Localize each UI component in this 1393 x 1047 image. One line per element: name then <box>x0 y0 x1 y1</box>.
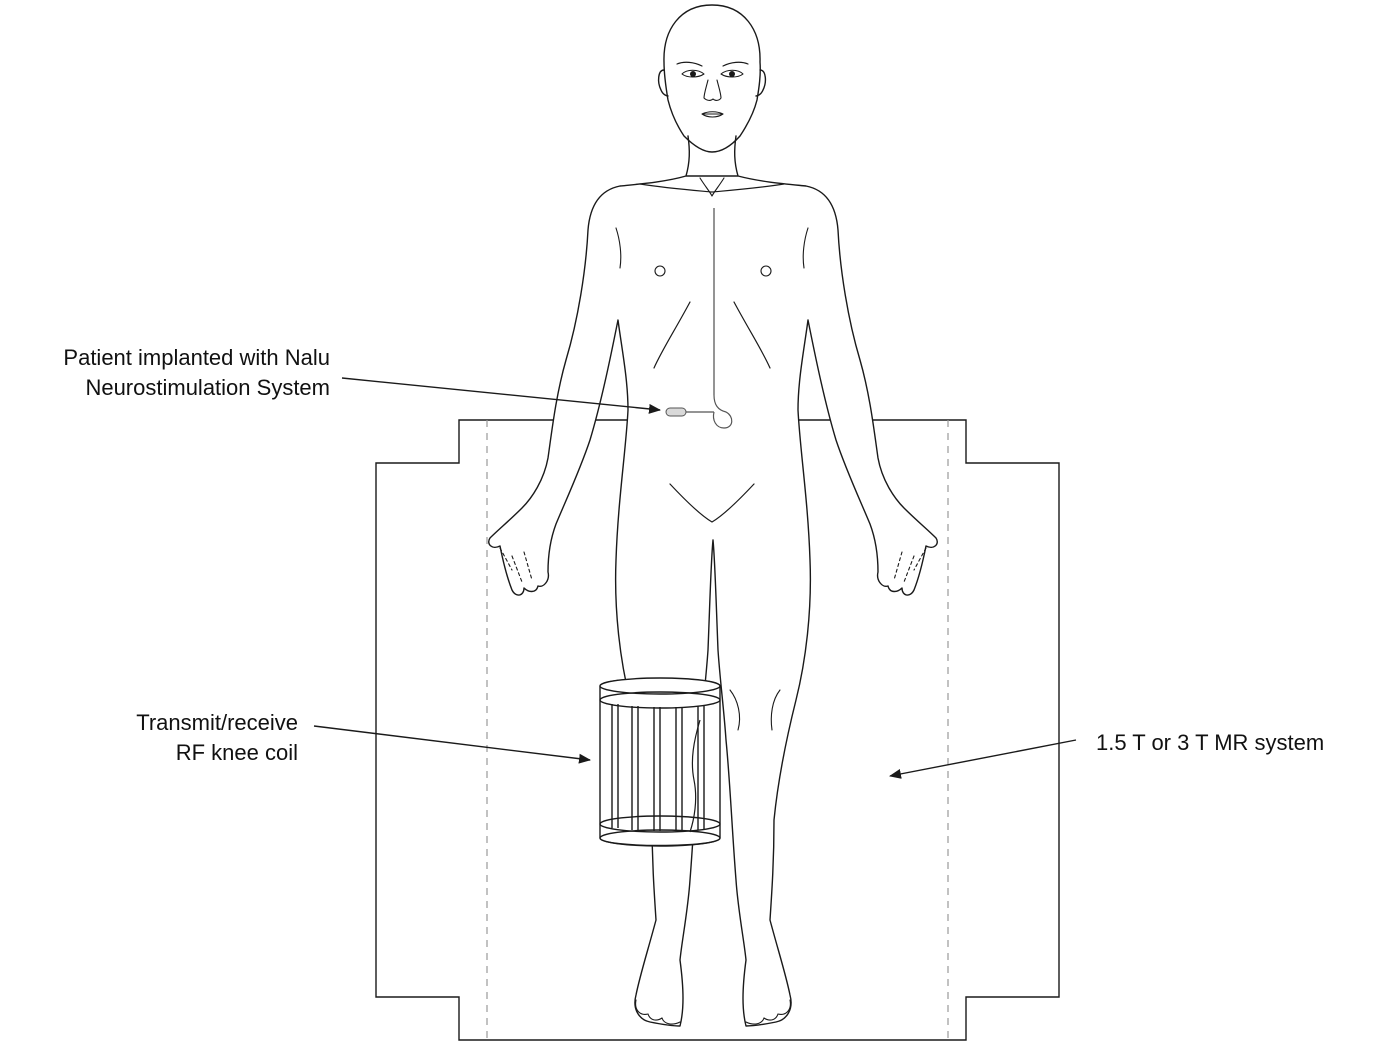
coil-label-line2: RF knee coil <box>60 738 298 768</box>
system-label-line1: 1.5 T or 3 T MR system <box>1096 728 1324 758</box>
body-outline <box>489 176 938 1026</box>
coil-label-line1: Transmit/receive <box>60 708 298 738</box>
rf-knee-coil <box>600 678 720 846</box>
patient-label-line2: Neurostimulation System <box>8 373 330 403</box>
coil-arrow <box>314 726 590 760</box>
patient-figure <box>489 5 938 1026</box>
coil-label: Transmit/receive RF knee coil <box>60 708 298 768</box>
system-arrow <box>890 740 1076 776</box>
patient-label: Patient implanted with Nalu Neurostimula… <box>8 343 330 403</box>
patient-label-line1: Patient implanted with Nalu <box>8 343 330 373</box>
system-label: 1.5 T or 3 T MR system <box>1096 728 1324 758</box>
head-outline <box>664 5 760 152</box>
patient-arrow <box>342 378 660 410</box>
